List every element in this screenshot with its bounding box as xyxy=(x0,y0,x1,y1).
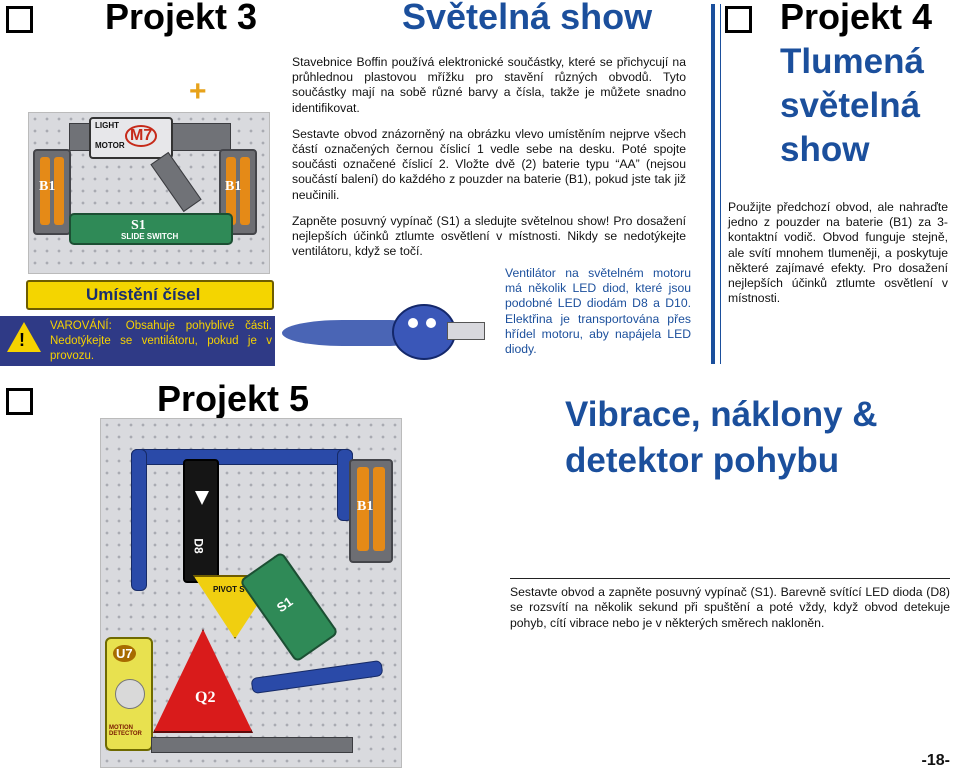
switch-label: S1 xyxy=(131,218,146,233)
wire-left-blue xyxy=(131,449,147,591)
placement-label-box: Umístění čísel xyxy=(26,280,274,310)
blue-wire-bottom xyxy=(250,659,384,695)
motor-m7: LIGHT MOTOR M7 xyxy=(89,117,173,159)
motion-detector-u7: U7 MOTION DETECTOR xyxy=(105,637,153,751)
led-d8: D8 xyxy=(183,459,219,583)
project5-title: Projekt 5 xyxy=(157,378,310,419)
placement-label: Umístění čísel xyxy=(86,285,201,304)
motion-text: MOTION DETECTOR xyxy=(109,725,142,737)
warning-text: VAROVÁNÍ:Obsahuje pohyblivé části. Nedot… xyxy=(50,319,272,364)
project5-text-box: Sestavte obvod a zapněte posuvný vypínač… xyxy=(510,578,950,631)
motor-text: MOTOR xyxy=(95,141,125,150)
project5-paragraph: Sestavte obvod a zapněte posuvný vypínač… xyxy=(510,585,950,630)
project4-checkbox[interactable] xyxy=(725,6,752,33)
battery-left-label: B1 xyxy=(39,179,56,194)
project3-title: Projekt 3 xyxy=(105,0,258,37)
battery-b1: B1 xyxy=(349,459,393,563)
project4-subtitle: Tlumená světelná show xyxy=(780,42,924,169)
warning-box xyxy=(0,316,275,366)
fan-note: Ventilátor na světelném motoru má několi… xyxy=(505,266,691,357)
project3-paragraph3: Zapněte posuvný vypínač (S1) a sledujte … xyxy=(292,213,686,259)
project4-title: Projekt 4 xyxy=(780,0,933,37)
led-label: D8 xyxy=(191,538,206,554)
light-label: LIGHT xyxy=(95,121,119,130)
wire-top-blue xyxy=(131,449,353,465)
switch-text: SLIDE SWITCH xyxy=(121,232,179,241)
project5-subtitle: Vibrace, náklony & detektor pohybu xyxy=(565,395,878,480)
project3-text: Stavebnice Boffin používá elektronické s… xyxy=(292,55,686,259)
pivot-label: PIVOT STAND xyxy=(213,585,267,594)
divider-thin xyxy=(720,4,721,364)
motor-label: M7 xyxy=(125,125,158,147)
wire-diagonal xyxy=(150,151,202,213)
battery-left: B1 xyxy=(33,149,71,235)
project3-paragraph1: Stavebnice Boffin používá elektronické s… xyxy=(292,55,686,115)
project3-subtitle: Světelná show xyxy=(402,0,653,37)
switch-s1-label: S1 xyxy=(273,593,296,616)
page-number: -18- xyxy=(921,752,950,769)
wire-bottom xyxy=(151,737,353,753)
warning-exclamation-icon: ! xyxy=(19,330,25,350)
plus-sign: + xyxy=(189,75,207,108)
project3-paragraph2: Sestavte obvod znázorněný na obrázku vle… xyxy=(292,126,686,202)
warning-label: VAROVÁNÍ: xyxy=(50,320,112,332)
motion-label: U7 xyxy=(113,645,136,662)
transistor-q2: Q2 xyxy=(153,629,253,733)
motor-fan-illustration xyxy=(282,300,492,360)
slide-switch-s1: S1 SLIDE SWITCH xyxy=(69,213,233,245)
project3-checkbox[interactable] xyxy=(6,6,33,33)
transistor-label: Q2 xyxy=(195,689,216,706)
circuit-board-2: D8 B1 PIVOT STAND S1 U7 MOTION DETECTOR … xyxy=(100,418,402,768)
warning-body: Obsahuje pohyblivé části. Nedotýkejte se… xyxy=(50,320,272,362)
battery-b1-label: B1 xyxy=(357,499,374,514)
divider xyxy=(711,4,715,364)
battery-right-label: B1 xyxy=(225,179,242,194)
circuit-board-1: LIGHT MOTOR M7 B1 B1 S1 SLIDE SWITCH + xyxy=(28,75,270,274)
project5-checkbox[interactable] xyxy=(6,388,33,415)
warning-icon xyxy=(7,322,41,352)
project4-paragraph: Použijte předchozí obvod, ale nahraďte j… xyxy=(728,200,948,306)
